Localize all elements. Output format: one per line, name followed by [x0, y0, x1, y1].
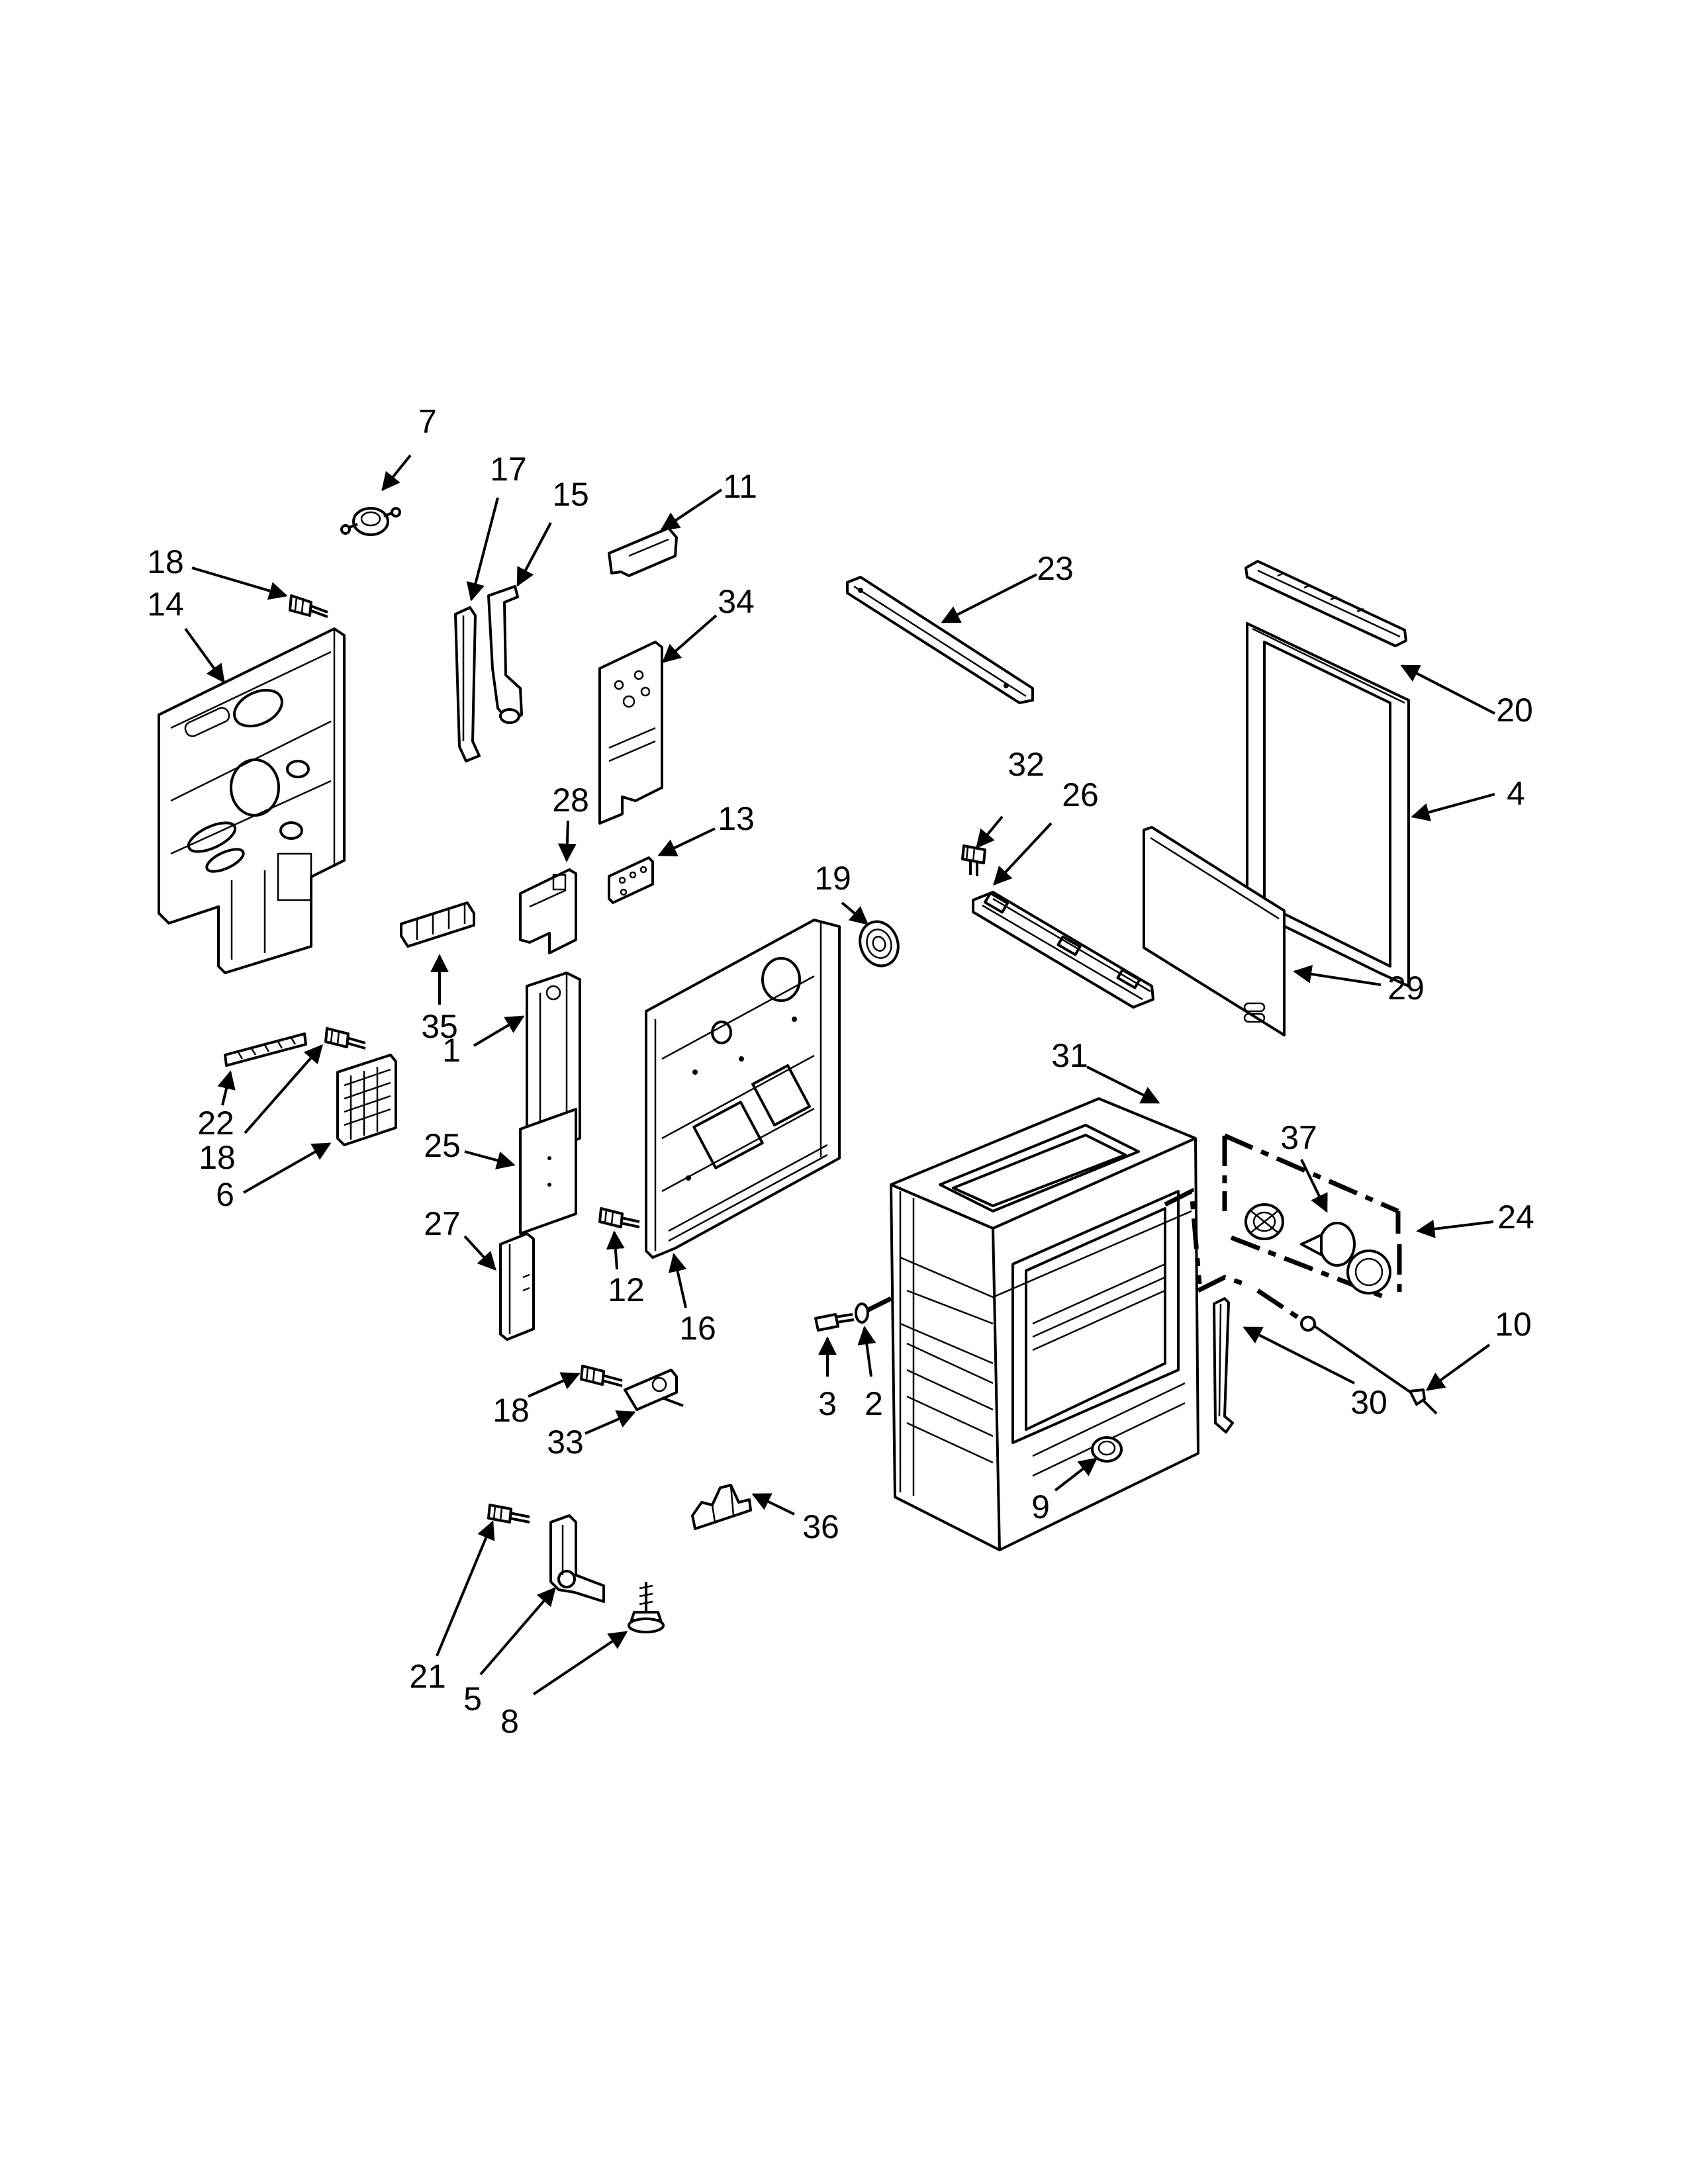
- callout-7: 7: [418, 403, 437, 440]
- callout-2: 2: [865, 1385, 883, 1422]
- callout-22: 22: [197, 1105, 234, 1142]
- callout-29: 29: [1387, 970, 1425, 1007]
- callout-6: 6: [216, 1176, 234, 1213]
- callout-25: 25: [424, 1127, 461, 1164]
- part-15-duct: [487, 585, 523, 724]
- part-17-bracket: [454, 606, 481, 762]
- part-19-fan-cover: [859, 920, 900, 968]
- callout-11: 11: [723, 468, 757, 505]
- part-22-vent-strip: [224, 1032, 307, 1067]
- callout-30: 30: [1350, 1384, 1387, 1421]
- callout-28: 28: [552, 782, 589, 819]
- callout-33: 33: [547, 1424, 584, 1461]
- part-9-plug: [1091, 1436, 1123, 1463]
- part-31-oven-cavity: [890, 1097, 1199, 1551]
- callout-9: 9: [1031, 1488, 1050, 1525]
- callout-1: 1: [442, 1032, 461, 1069]
- callout-36: 36: [802, 1508, 839, 1545]
- callout-18: 18: [199, 1139, 236, 1176]
- part-34-panel: [598, 641, 663, 825]
- part-5-leveling-bracket: [549, 1514, 605, 1603]
- part-13-terminal-block: [608, 856, 654, 904]
- callout-21: 21: [409, 1658, 446, 1695]
- part-7-limit-switch: [340, 507, 401, 536]
- part-16-side-panel: [645, 919, 841, 1259]
- callout-17: 17: [490, 451, 527, 488]
- callout-4: 4: [1507, 775, 1525, 812]
- callout-37: 37: [1280, 1119, 1317, 1156]
- part-14-rear-panel: [158, 627, 346, 974]
- callout-34: 34: [718, 583, 755, 620]
- callout-12: 12: [608, 1271, 645, 1308]
- part-36-clip: [691, 1484, 752, 1530]
- part-2-washer: [855, 1296, 892, 1324]
- callout-27: 27: [424, 1205, 461, 1242]
- callout-24: 24: [1497, 1199, 1534, 1236]
- leader-arrows: [184, 454, 1495, 1696]
- callout-19: 19: [814, 860, 851, 897]
- callout-32: 32: [1008, 746, 1045, 783]
- callout-18: 18: [492, 1392, 530, 1429]
- part-26-rail-assembly: [972, 891, 1154, 1009]
- part-6-grille: [336, 1054, 397, 1146]
- callout-labels: 7 17 15 11 18 14 34 23 20 4 32 26 28 13 …: [147, 403, 1534, 1740]
- callout-15: 15: [552, 476, 589, 513]
- callout-31: 31: [1051, 1037, 1088, 1074]
- part-32-screw: [961, 844, 986, 876]
- part-12-screw: [598, 1207, 640, 1228]
- callout-23: 23: [1037, 550, 1074, 587]
- part-4-door-frame: [1246, 622, 1410, 987]
- callout-8: 8: [500, 1703, 519, 1740]
- part-35-terminal-strip: [400, 901, 475, 948]
- part-27-bracket: [499, 1232, 535, 1341]
- part-3-screw: [814, 1313, 855, 1332]
- part-33-bracket: [624, 1369, 684, 1411]
- callout-20: 20: [1496, 692, 1533, 729]
- callout-5: 5: [463, 1680, 482, 1717]
- part-18-screw-middle: [324, 1027, 366, 1050]
- part-18-screw-lower: [580, 1365, 623, 1387]
- part-37-24-light-assembly: [1222, 1133, 1402, 1300]
- callout-3: 3: [818, 1385, 837, 1422]
- part-21-screw: [487, 1504, 530, 1524]
- callout-16: 16: [679, 1310, 716, 1347]
- callout-18: 18: [147, 543, 184, 580]
- part-28-bracket: [519, 868, 577, 954]
- part-10-sensor-probe: [1197, 1275, 1438, 1415]
- callout-10: 10: [1495, 1306, 1532, 1343]
- part-8-leveling-leg: [628, 1582, 665, 1633]
- part-18-screw-upper: [289, 594, 328, 618]
- part-31-dashed-line: [1164, 1187, 1202, 1285]
- part-29-baffle: [1143, 826, 1286, 1036]
- part-25-cover-plate: [519, 1108, 577, 1235]
- callout-26: 26: [1062, 776, 1099, 813]
- part-23-rail: [846, 576, 1034, 704]
- part-30-bracket: [1213, 1297, 1234, 1433]
- part-11-bracket: [608, 527, 678, 577]
- callout-35: 35: [421, 1008, 458, 1045]
- callout-14: 14: [147, 586, 184, 623]
- part-20-top-trim: [1244, 560, 1407, 647]
- callout-13: 13: [718, 800, 755, 837]
